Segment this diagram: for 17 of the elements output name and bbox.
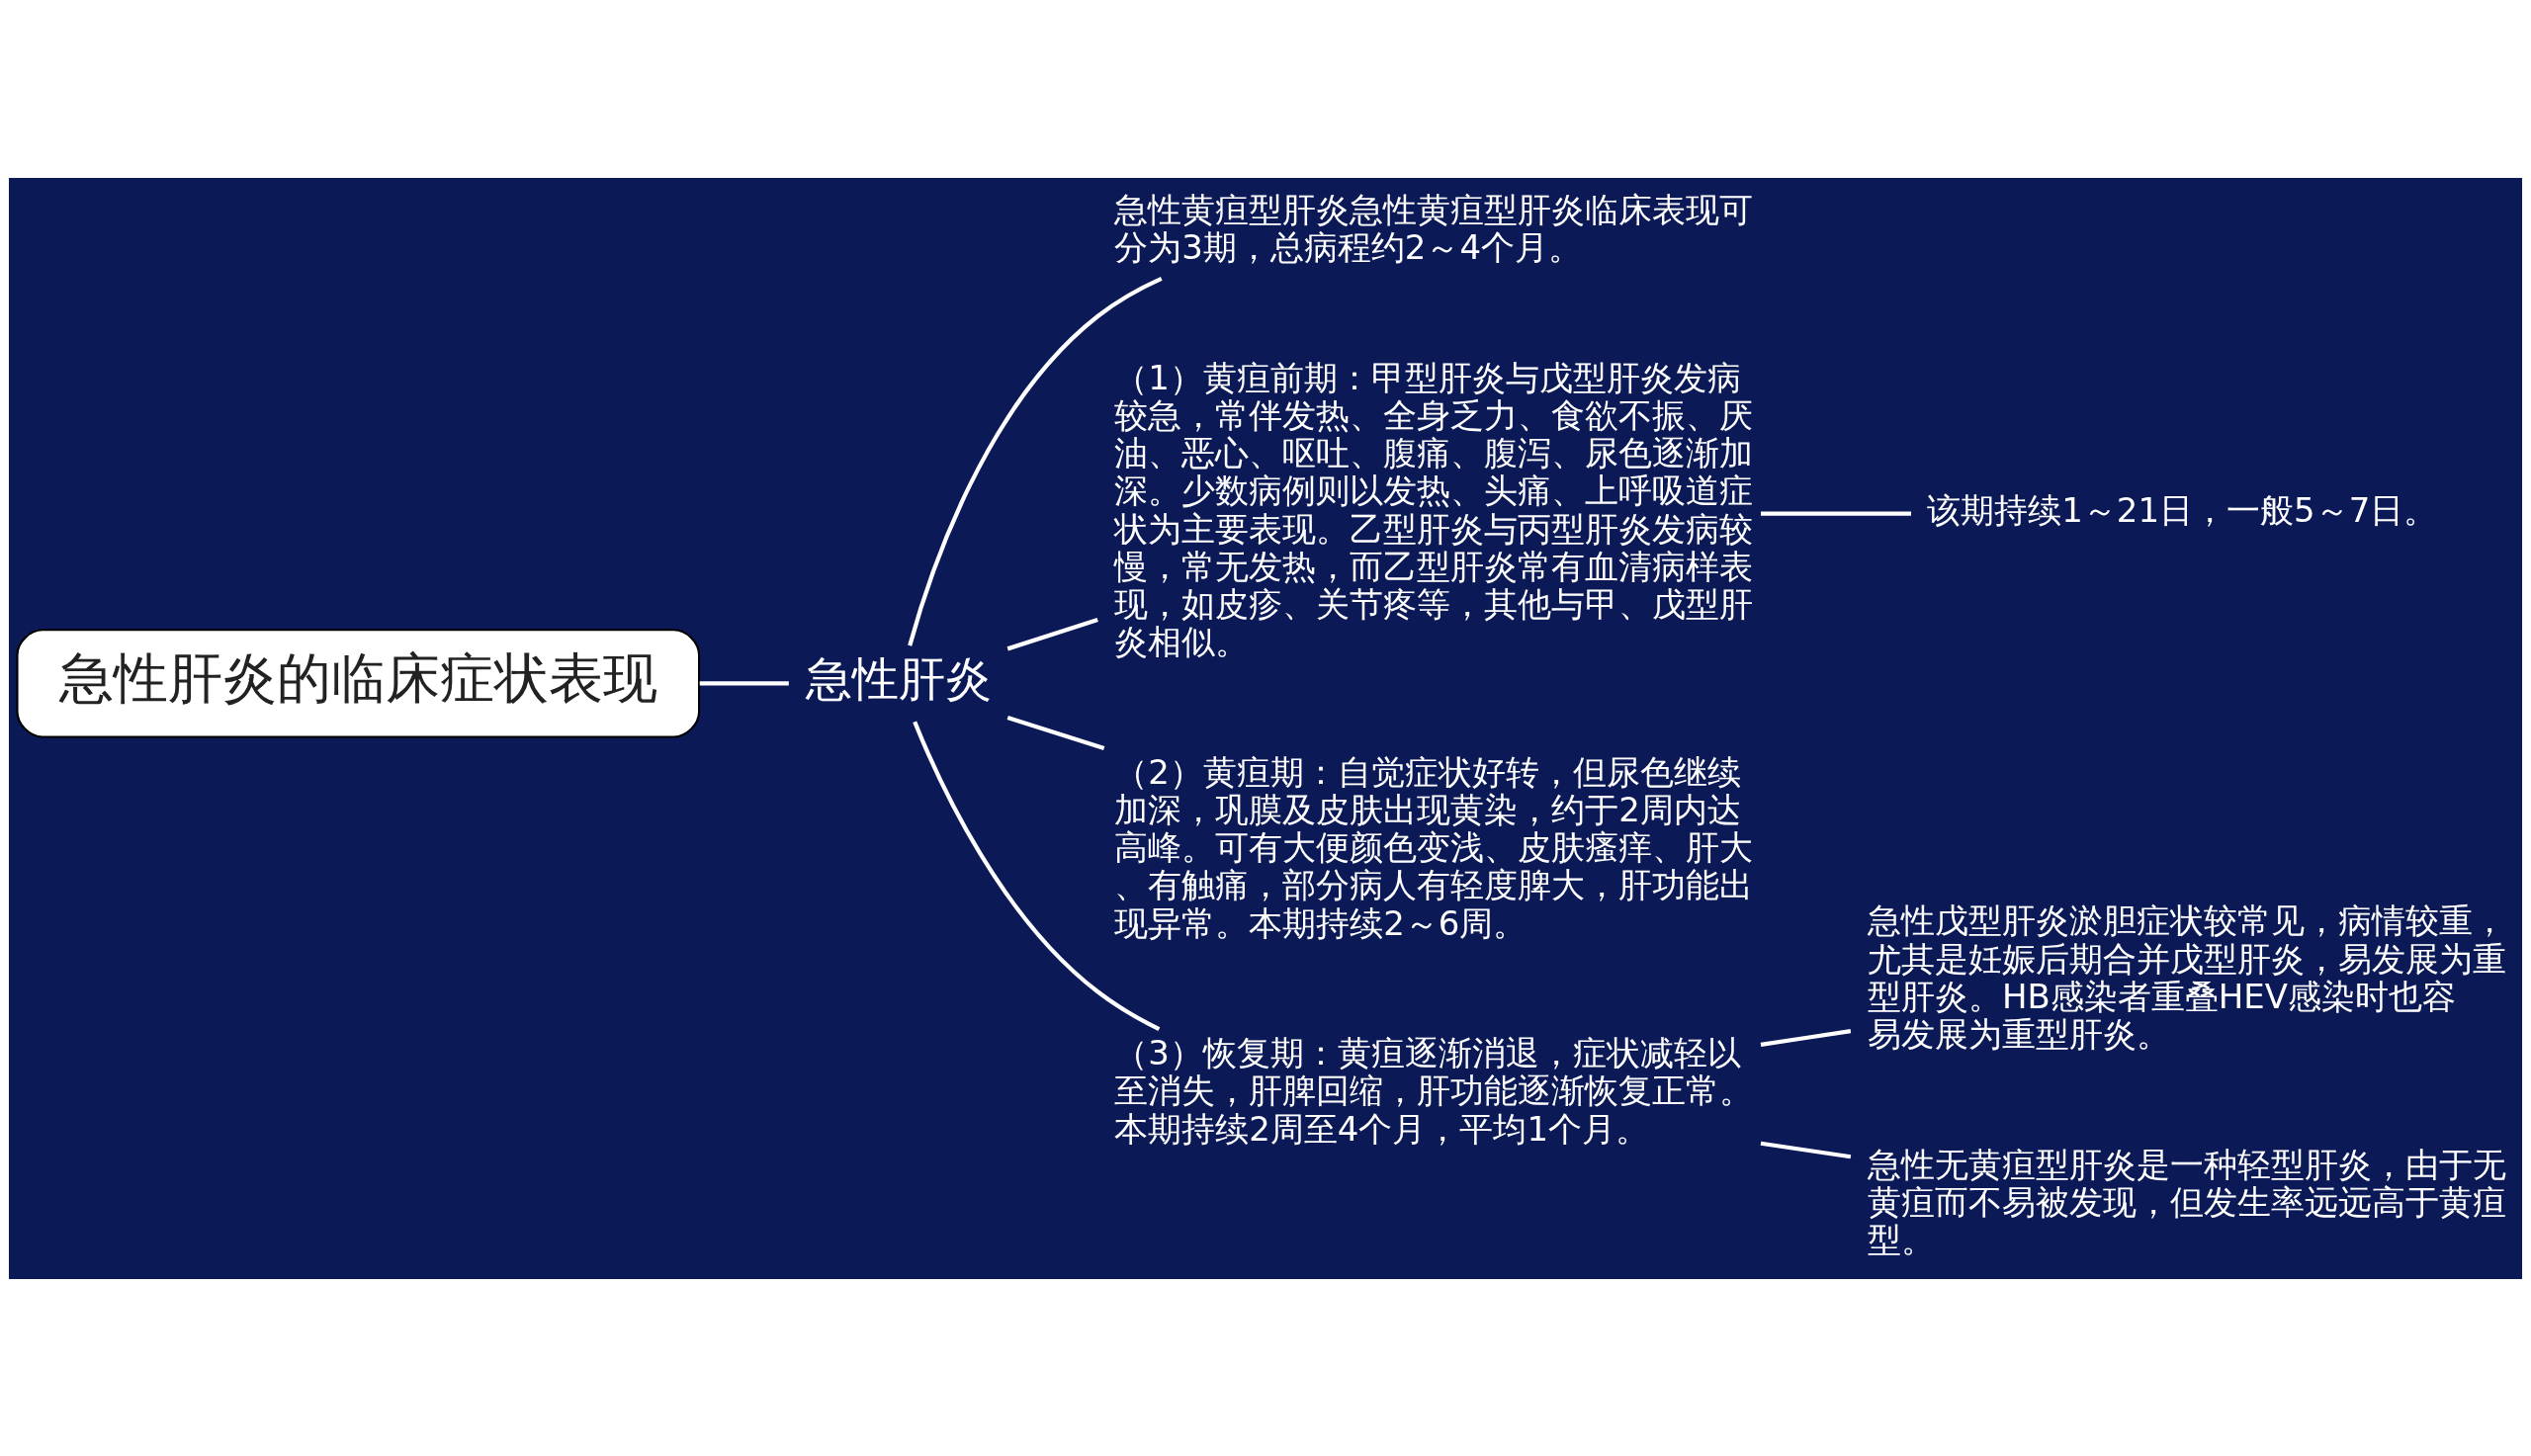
connector: [1760, 1141, 1852, 1158]
node-text: （2）黄疸期：自觉症状好转，但尿色继续加深，巩膜及皮肤出现黄染，约于2周内达高峰。可有大便颜色变浅、皮肤瘙痒、肝大、有触痛，部分病人有轻度脾大，肝功能出现异常。本期持续2～6周。: [1114, 751, 1754, 943]
connector: [1761, 510, 1911, 516]
connector: [1760, 1028, 1852, 1047]
node-text: 该期持续1～21日，一般5～7日。: [1927, 489, 2438, 530]
node-text: （1）黄疸前期：甲型肝炎与戊型肝炎发病较急，常伴发热、全身乏力、食欲不振、厌油、恶心、呕吐、腹痛、腹泻、尿色逐渐加深。少数病例则以发热、头痛、上呼吸道症状为主要表现。乙型肝炎与丙型肝炎发病较慢，常无发热，而乙型肝炎常有血清病样表现，如皮疹、关节疼等，其他与甲、戊型肝炎相似。: [1114, 357, 1754, 661]
node-text: （3）恢复期：黄疸逐渐消退，症状减轻以至消失，肝脾回缩，肝功能逐渐恢复正常。本期持续2周至4个月，平均1个月。: [1114, 1032, 1754, 1149]
node-text: 急性无黄疸型肝炎是一种轻型肝炎，由于无黄疸而不易被发现，但发生率远远高于黄疸型。: [1867, 1144, 2506, 1259]
node-text: 急性肝炎: [805, 651, 992, 706]
connector: [1006, 617, 1098, 650]
node-text: 急性黄疸型肝炎急性黄疸型肝炎临床表现可分为3期，总病程约2～4个月。: [1114, 189, 1754, 267]
node-text: 急性戊型肝炎淤胆症状较常见，病情较重，尤其是妊娠后期合并戊型肝炎，易发展为重型肝炎。HB感染者重叠HEV感染时也容易发展为重型肝炎。: [1867, 899, 2506, 1054]
node-box: 急性肝炎的临床症状表现: [16, 628, 701, 738]
connector: [699, 680, 789, 685]
connector: [908, 276, 1163, 646]
connector: [1006, 715, 1105, 750]
connector: [913, 720, 1161, 1031]
